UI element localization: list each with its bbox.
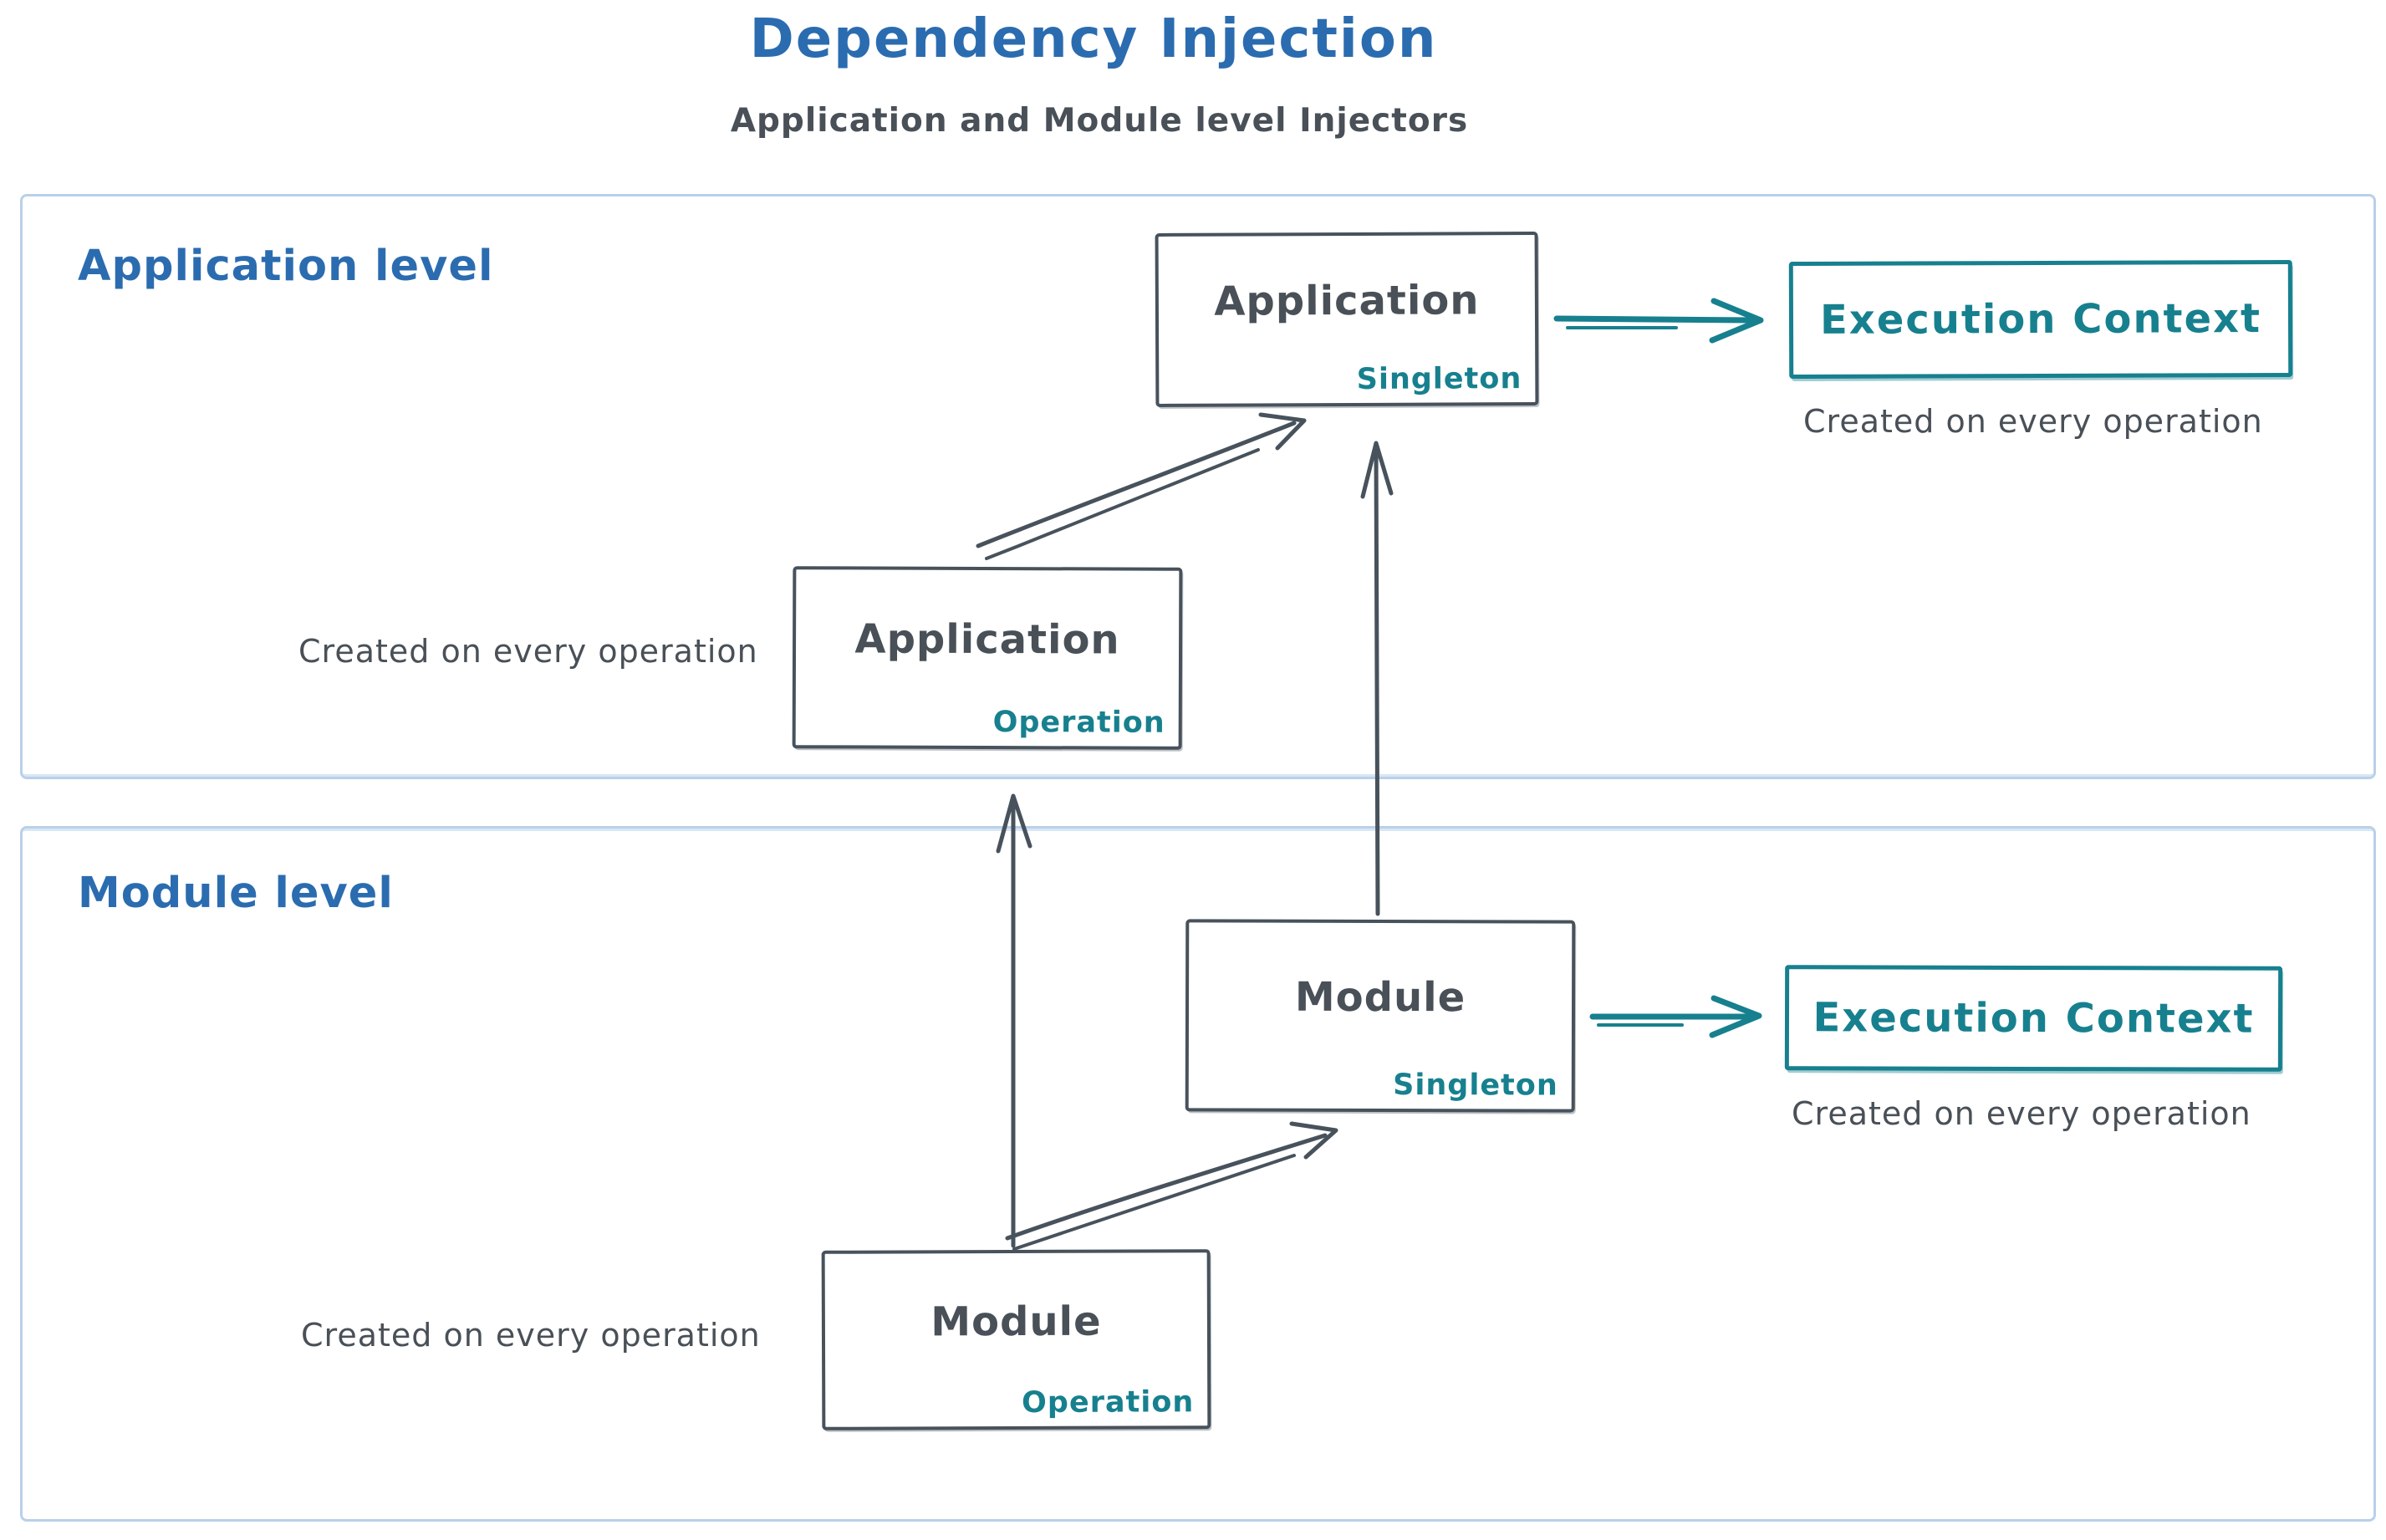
- page-subtitle: Application and Module level Injectors: [730, 102, 1469, 140]
- module-operation-note: Created on every operation: [301, 1317, 761, 1354]
- application-execution-context-label: Execution Context: [1819, 295, 2262, 344]
- module-singleton-box: Module Singleton: [1185, 919, 1576, 1113]
- application-level-label: Application level: [78, 242, 494, 291]
- application-operation-box: Application Operation: [792, 566, 1183, 750]
- module-singleton-scope: Singleton: [1393, 1068, 1558, 1103]
- module-level-container: Module level: [20, 826, 2376, 1522]
- application-singleton-box: Application Singleton: [1155, 232, 1539, 407]
- application-singleton-title: Application: [1214, 277, 1480, 325]
- module-singleton-title: Module: [1294, 973, 1466, 1022]
- application-execution-context-box: Execution Context: [1788, 259, 2293, 380]
- application-singleton-scope: Singleton: [1356, 362, 1522, 396]
- module-execution-context-label: Execution Context: [1812, 994, 2255, 1043]
- page-title: Dependency Injection: [749, 8, 1438, 70]
- application-operation-note: Created on every operation: [298, 633, 758, 670]
- module-operation-title: Module: [930, 1298, 1102, 1345]
- application-execution-context-note: Created on every operation: [1803, 403, 2263, 440]
- module-operation-scope: Operation: [1022, 1385, 1195, 1420]
- application-level-container: Application level: [20, 194, 2376, 779]
- module-execution-context-box: Execution Context: [1784, 965, 2283, 1072]
- application-operation-scope: Operation: [992, 706, 1165, 740]
- module-level-label: Module level: [78, 869, 394, 918]
- application-operation-title: Application: [854, 615, 1120, 664]
- module-operation-box: Module Operation: [821, 1249, 1211, 1430]
- module-execution-context-note: Created on every operation: [1792, 1095, 2251, 1132]
